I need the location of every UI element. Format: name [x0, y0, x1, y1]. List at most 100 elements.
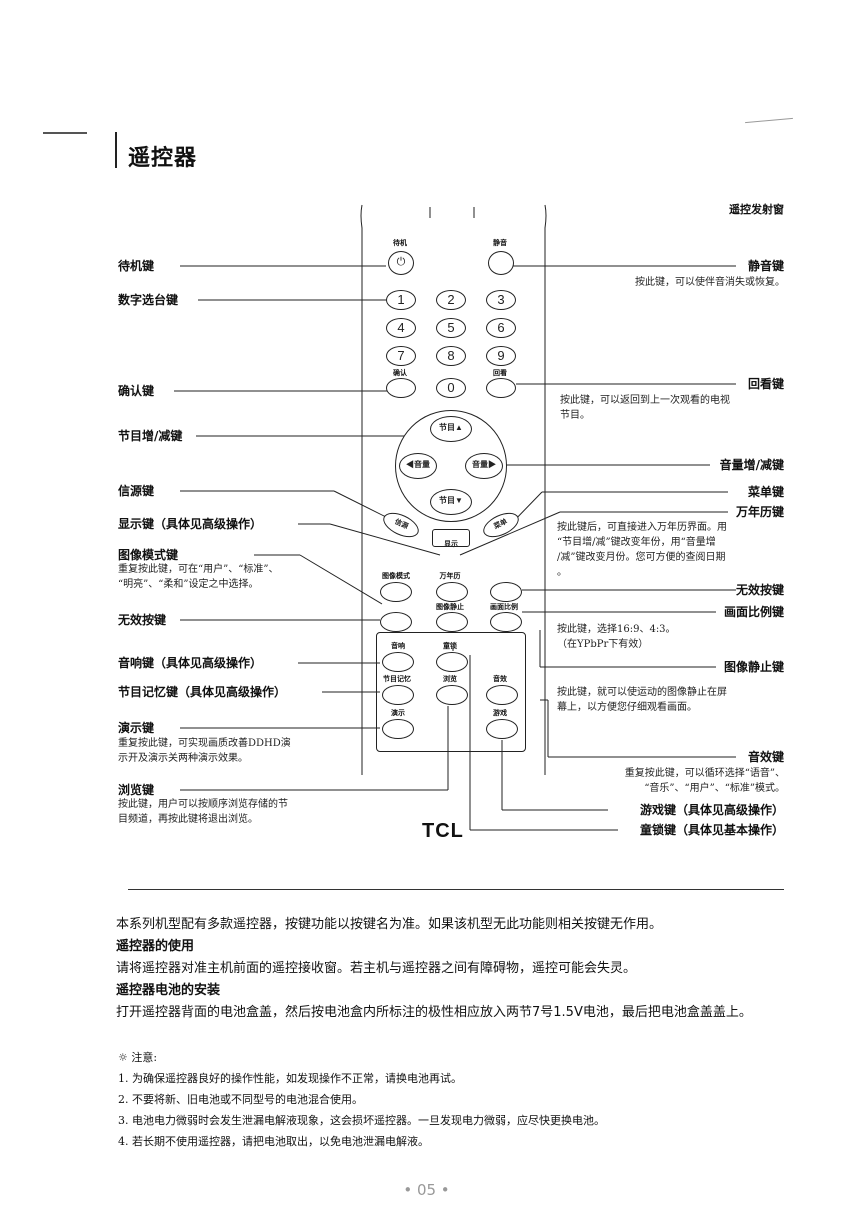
note-item: 3. 电池电力微弱时会发生泄漏电解液现象，这会损坏遥控器。一旦发现电力微弱，应尽… [118, 1114, 605, 1127]
callout-calendar: 万年历键 [735, 505, 784, 519]
recall-button[interactable] [486, 378, 516, 398]
channel-down-button[interactable]: 节目▼ [430, 489, 472, 515]
battery-text: 打开遥控器背面的电池盒盖，然后按电池盒内所标注的极性相应放入两节7号1.5V电池… [116, 1005, 752, 1020]
note-recall: 按此键，可以返回到上一次观看的电视节目。 [560, 395, 730, 421]
key-label-calendar: 万年历 [439, 572, 461, 580]
header-rule [43, 132, 87, 134]
body-section: 本系列机型配有多款遥控器，按键功能以按键名为准。如果该机型无此功能则相关按键无作… [116, 914, 786, 1024]
calendar-button[interactable] [436, 582, 468, 602]
aspect-button[interactable] [490, 612, 522, 632]
callout-soundtrack: 音响键（具体见高级操作） [118, 656, 263, 670]
notes-heading: ☼ 注意: [118, 1051, 158, 1064]
mute-button[interactable] [488, 251, 514, 275]
digit-8-button[interactable]: 8 [436, 346, 466, 366]
note-item: 4. 若长期不使用遥控器，请把电池取出，以免电池泄漏电解液。 [118, 1135, 429, 1148]
key-label-ch-memory: 节目记忆 [383, 675, 411, 683]
key-label-aspect: 画面比例 [490, 603, 518, 611]
callout-demo: 演示键 [118, 721, 155, 735]
sound-effect-button[interactable] [486, 685, 518, 705]
digit-6-button[interactable]: 6 [486, 318, 516, 338]
callout-invalid-right: 无效按键 [735, 583, 784, 597]
volume-up-button[interactable]: 音量▶ [465, 453, 503, 479]
callout-confirm: 确认键 [118, 384, 155, 398]
key-label-standby: 待机 [393, 239, 407, 247]
callout-mute: 静音键 [747, 259, 784, 273]
callout-invalid-left: 无效按键 [118, 613, 167, 627]
window-label: 遥控发射窗 [729, 203, 784, 216]
callout-display: 显示键（具体见高级操作） [118, 517, 263, 531]
callout-lock: 童锁键（具体见基本操作） [639, 823, 784, 837]
callout-channel: 节目增/减键 [118, 429, 183, 443]
callout-game: 游戏键（具体见高级操作） [639, 803, 784, 817]
digit-0-button[interactable]: 0 [436, 378, 466, 398]
callout-menu: 菜单键 [747, 485, 784, 499]
picture-mode-button[interactable] [380, 582, 412, 602]
brand-logo: TCL [422, 820, 464, 842]
callout-digits: 数字选台键 [118, 293, 179, 307]
key-label-mute: 静音 [493, 239, 507, 247]
note-freeze: 按此键，就可以使运动的图像静止在屏幕上，以方便您仔细观看画面。 [557, 687, 727, 713]
page-title: 遥控器 [128, 146, 198, 171]
note-mute: 按此键，可以使伴音消失或恢复。 [635, 277, 785, 288]
demo-button[interactable] [382, 719, 414, 739]
key-label-picture-mode: 图像模式 [382, 572, 410, 580]
game-button[interactable] [486, 719, 518, 739]
notes-section: ☼ 注意: 1. 为确保遥控器良好的操作性能，如发现操作不正常，请换电池再试。 … [118, 1047, 798, 1152]
note-aspect: 按此键，选择16:9、4:3。（在YPbPr下有效） [557, 624, 676, 650]
note-browse: 按此键，用户可以按顺序浏览存储的节目频道，再按此键将退出浏览。 [118, 799, 288, 825]
display-button[interactable]: 显示 [432, 529, 470, 548]
callout-standby: 待机键 [118, 259, 155, 273]
callout-picture-mode: 图像模式键 [118, 548, 179, 562]
key-label-freeze: 图像静止 [436, 603, 464, 611]
channel-up-button[interactable]: 节目▲ [430, 416, 472, 442]
usage-text: 请将遥控器对准主机前面的遥控接收窗。若主机与遥控器之间有障碍物，遥控可能会失灵。 [116, 961, 637, 976]
digit-2-button[interactable]: 2 [436, 290, 466, 310]
note-item: 1. 为确保遥控器良好的操作性能，如发现操作不正常，请换电池再试。 [118, 1072, 462, 1085]
page-number: • 05 • [403, 1181, 450, 1199]
callout-recall: 回看键 [747, 377, 784, 391]
battery-heading: 遥控器电池的安装 [116, 983, 221, 998]
callout-sound-effect: 音效键 [747, 750, 784, 764]
key-label-soundtrack: 音响 [391, 642, 405, 650]
intro-text: 本系列机型配有多款遥控器，按键功能以按键名为准。如果该机型无此功能则相关按键无作… [116, 917, 663, 932]
note-calendar: 按此键后，可直接进入万年历界面。用“节目增/减”键改变年份，用“音量增/减”键改… [557, 522, 727, 578]
soundtrack-button[interactable] [382, 652, 414, 672]
note-item: 2. 不要将新、旧电池或不同型号的电池混合使用。 [118, 1093, 363, 1106]
freeze-button[interactable] [436, 612, 468, 632]
key-label-confirm: 确认 [393, 369, 407, 377]
callout-aspect: 画面比例键 [723, 605, 784, 619]
digit-7-button[interactable]: 7 [386, 346, 416, 366]
key-label-recall: 回看 [493, 369, 507, 377]
digit-1-button[interactable]: 1 [386, 290, 416, 310]
lock-button[interactable] [436, 652, 468, 672]
volume-down-button[interactable]: ◀音量 [399, 453, 437, 479]
note-demo: 重复按此键，可实现画质改善DDHD演示开及演示关两种演示效果。 [118, 738, 291, 764]
note-picture-mode: 重复按此键，可在“用户”、“标准”、“明亮”、“柔和”设定之中选择。 [118, 564, 279, 590]
callout-browse: 浏览键 [118, 783, 155, 797]
key-label-lock: 童锁 [443, 642, 457, 650]
channel-memory-button[interactable] [382, 685, 414, 705]
note-sound-effect: 重复按此键，可以循环选择“语音”、“音乐”、“用户”、“标准”模式。 [624, 768, 785, 794]
lightbulb-icon: ☼ [118, 1051, 128, 1064]
browse-button[interactable] [436, 685, 468, 705]
digit-5-button[interactable]: 5 [436, 318, 466, 338]
diagram-bottom-rule [128, 889, 784, 890]
confirm-button[interactable] [386, 378, 416, 398]
callout-volume: 音量增/减键 [719, 458, 784, 472]
digit-4-button[interactable]: 4 [386, 318, 416, 338]
key-label-demo: 演示 [391, 709, 405, 717]
title-bar [115, 132, 117, 168]
standby-button[interactable]: ⏻ [388, 251, 414, 275]
key-label-browse: 浏览 [443, 675, 457, 683]
invalid-button-right[interactable] [490, 582, 522, 602]
callout-channel-memory: 节目记忆键（具体见高级操作） [118, 685, 287, 699]
digit-3-button[interactable]: 3 [486, 290, 516, 310]
lower-key-panel [376, 632, 526, 752]
invalid-button-left[interactable] [380, 612, 412, 632]
digit-9-button[interactable]: 9 [486, 346, 516, 366]
key-label-sound-effect: 音效 [493, 675, 507, 683]
usage-heading: 遥控器的使用 [116, 939, 195, 954]
key-label-game: 游戏 [493, 709, 507, 717]
callout-source: 信源键 [118, 484, 155, 498]
callout-freeze: 图像静止键 [723, 660, 784, 674]
